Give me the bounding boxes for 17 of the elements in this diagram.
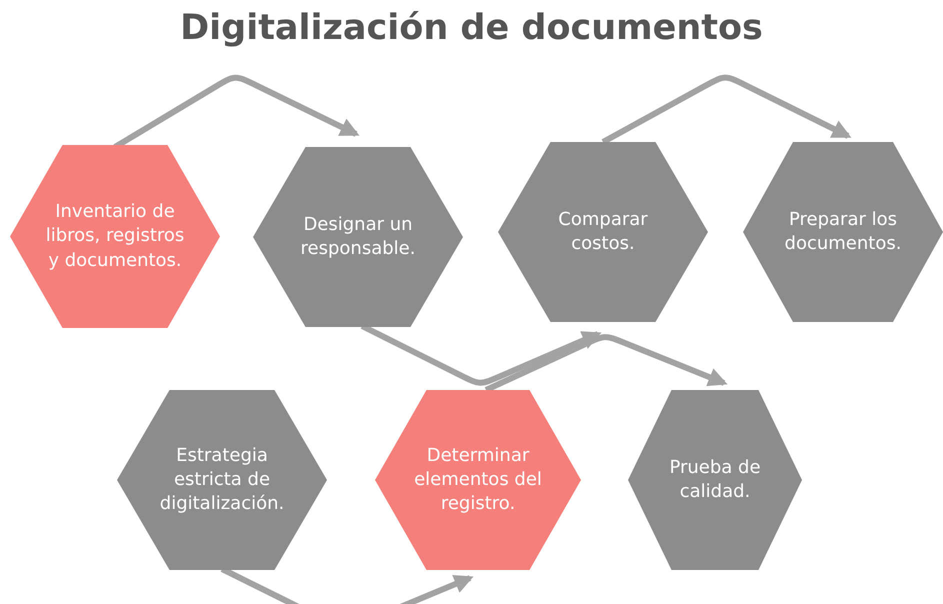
hexagon-step [498,142,708,322]
step-label: Estrategia estricta de digitalización. [158,444,286,516]
step-label: Comparar costos. [557,208,649,256]
hexagon-step [743,142,943,322]
hexagon-step [253,147,463,327]
hexagon-step [628,390,802,570]
step-label: Inventario de libros, registros y documentos. [44,200,186,273]
step-label: Prueba de calidad. [668,456,762,504]
step-label: Preparar los documentos. [784,208,902,256]
step-label: Designar un responsable. [300,212,416,261]
diagram-title: Digitalización de documentos [179,8,764,48]
hexagon-step [10,145,220,328]
hexagon-step [117,390,327,570]
step-label: Determinar elementos del registro. [413,444,543,516]
curved-arrow [602,74,852,145]
hexagon-step [375,390,581,570]
curved-arrow [484,334,728,393]
